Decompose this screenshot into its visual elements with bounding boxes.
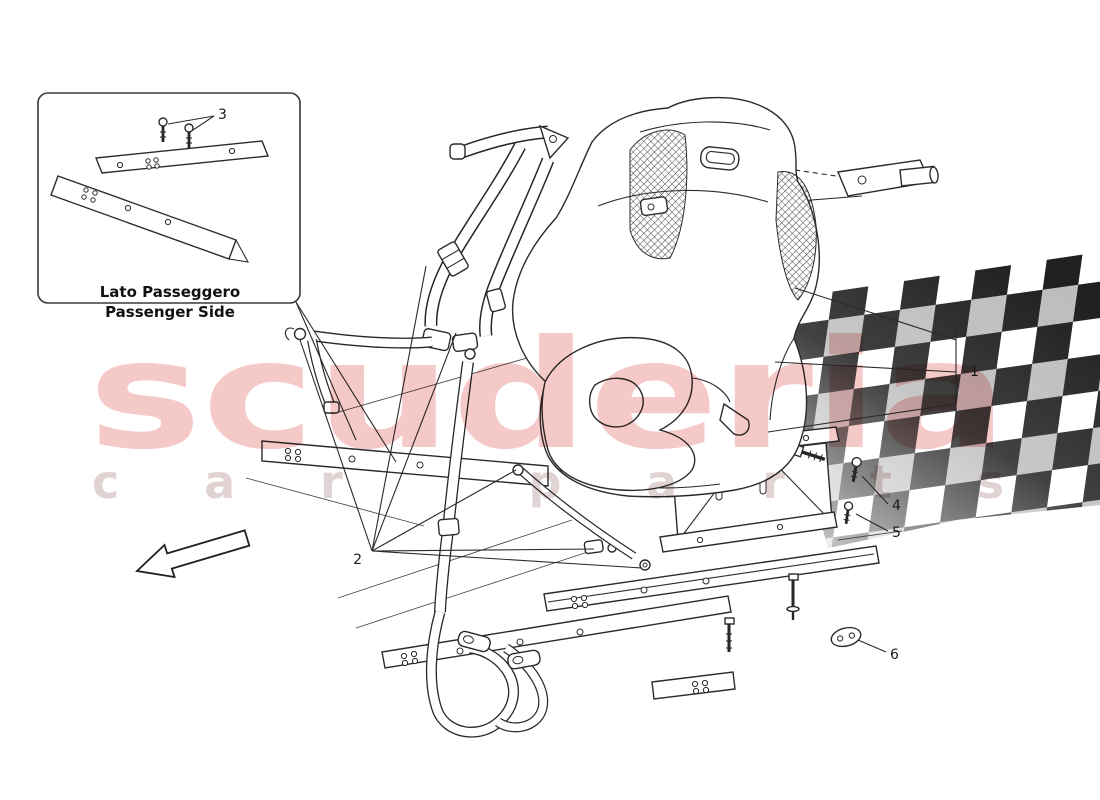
harness-slot bbox=[699, 146, 740, 171]
callout-1: 1 bbox=[970, 364, 979, 380]
bolt-lower bbox=[724, 617, 735, 652]
snap-hook-bottom-2 bbox=[507, 649, 541, 670]
snap-hook-bottom-1 bbox=[457, 630, 491, 653]
watermark-line1: scuderia bbox=[88, 309, 1008, 483]
inset-box bbox=[37, 92, 397, 463]
belt-adjuster bbox=[437, 241, 469, 277]
side-hole bbox=[719, 402, 750, 436]
belt-anchor-part bbox=[659, 159, 939, 213]
chassis-floor-lines bbox=[245, 347, 903, 629]
direction-arrow-icon bbox=[135, 529, 251, 579]
floor-rail-left bbox=[261, 440, 549, 487]
callout-4: 4 bbox=[892, 498, 901, 514]
seat-slide-rail bbox=[543, 545, 880, 612]
inset-label-line1: Lato Passeggero bbox=[100, 283, 240, 301]
snap-hook-left bbox=[293, 327, 307, 341]
inset-rail-part bbox=[50, 140, 269, 263]
callout-6: 6 bbox=[890, 647, 899, 663]
callout-2: 2 bbox=[353, 552, 362, 568]
callout-5: 5 bbox=[892, 525, 901, 541]
checkered-flag bbox=[762, 252, 1100, 548]
seat-illustration bbox=[511, 96, 820, 498]
harness-belts bbox=[284, 124, 637, 738]
plate-6 bbox=[830, 626, 862, 648]
watermark: scuderia car parts bbox=[88, 309, 1008, 509]
inset-screws bbox=[158, 117, 194, 148]
callout-3: 3 bbox=[218, 107, 227, 123]
inset-label-line2: Passenger Side bbox=[105, 303, 235, 321]
floor-rail-bottom bbox=[381, 595, 736, 700]
bolt-washer bbox=[786, 573, 800, 620]
leader-lines bbox=[299, 265, 957, 653]
screw-5 bbox=[843, 501, 854, 525]
screw-4 bbox=[851, 456, 862, 483]
